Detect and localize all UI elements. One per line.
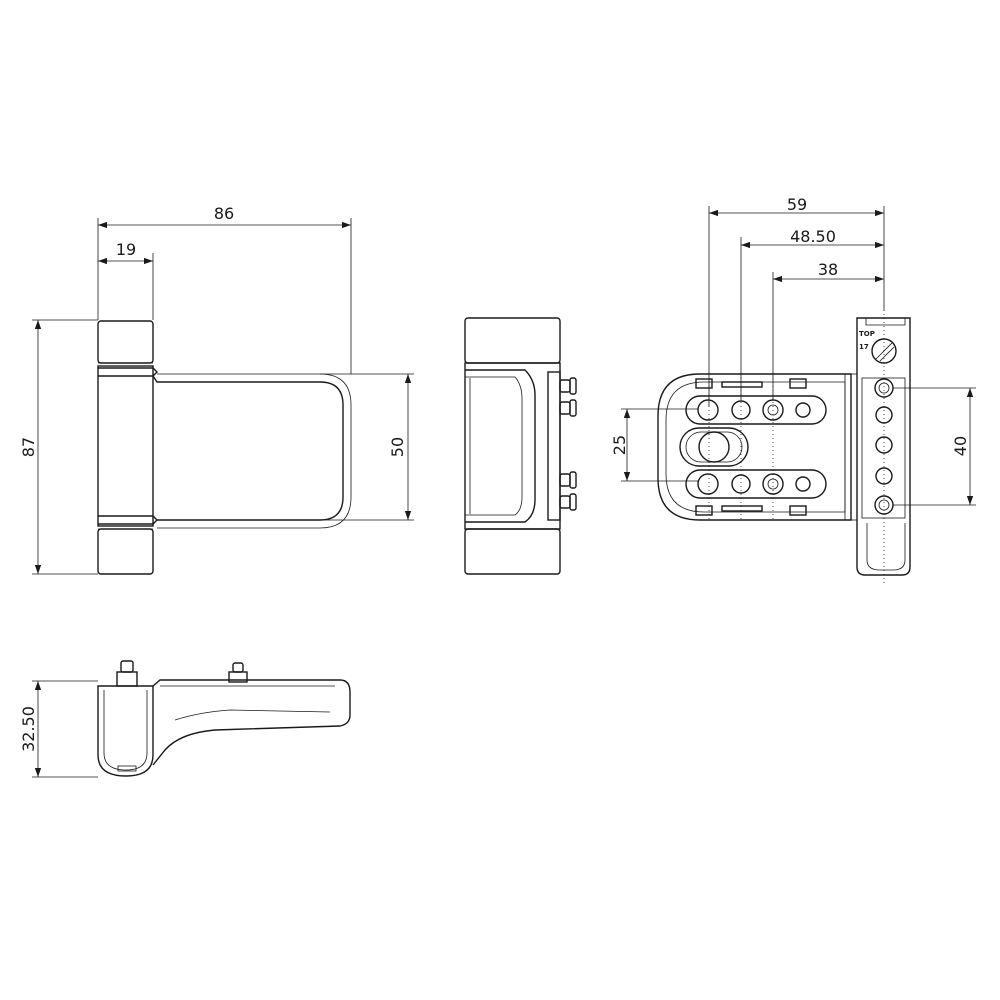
- right-dimension-59: 59: [708, 195, 885, 406]
- right-dimension-38: 38: [772, 260, 884, 400]
- dim-label-25: 25: [610, 435, 629, 455]
- dim-label-19: 19: [116, 240, 136, 259]
- dim-label-87: 87: [19, 437, 38, 457]
- right-dimension-25: 25: [610, 408, 698, 482]
- right-view: TOP 17: [657, 310, 911, 585]
- dim-label-86: 86: [214, 204, 234, 223]
- dim-label-32-50: 32.50: [19, 706, 38, 752]
- right-dimension-48-50: 48.50: [740, 227, 884, 400]
- dim-label-38: 38: [818, 260, 838, 279]
- right-dimension-40: 40: [893, 387, 976, 506]
- dim-label-40: 40: [951, 436, 970, 456]
- top-dimension-32-50: 32.50: [19, 680, 98, 778]
- plate-number-label: 17: [859, 343, 869, 351]
- plate-top-label: TOP: [859, 330, 875, 338]
- side-view: [464, 317, 577, 575]
- front-dimension-19: 19: [98, 240, 154, 320]
- front-dimension-50: 50: [320, 373, 414, 521]
- dim-label-48-50: 48.50: [790, 227, 836, 246]
- front-dimension-86: 86: [97, 204, 352, 374]
- dim-label-50: 50: [388, 437, 407, 457]
- dim-label-59: 59: [787, 195, 807, 214]
- top-view: [97, 660, 351, 777]
- front-view: [97, 320, 352, 575]
- front-dimension-87: 87: [19, 319, 98, 575]
